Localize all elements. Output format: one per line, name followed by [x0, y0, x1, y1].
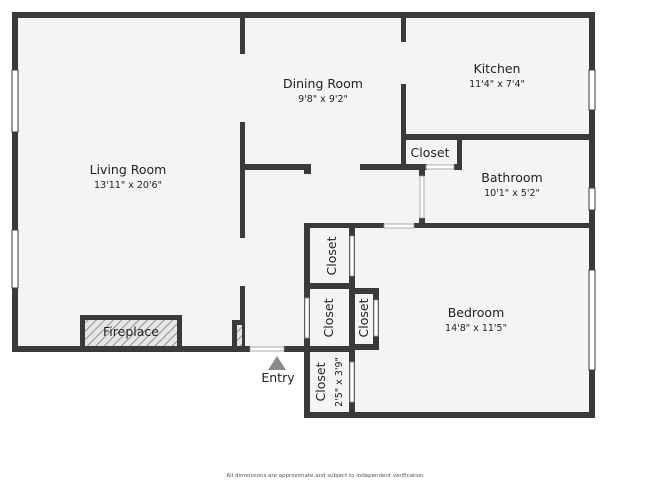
kitchen-closet-label: Closet: [411, 145, 450, 160]
dining-room-name: Dining Room: [283, 76, 363, 91]
hearth-pillar: [237, 325, 242, 346]
windows: [11, 69, 596, 371]
right-closet-label: Closet: [356, 298, 371, 337]
entry-closet-dims: 2'5" x 3'9": [334, 357, 345, 407]
living-room-name: Living Room: [90, 162, 167, 177]
dining-room-dims: 9'8" x 9'2": [298, 94, 348, 105]
entry-label: Entry: [261, 370, 295, 385]
door-openings: [249, 164, 455, 403]
disclaimer-text: All dimensions are approximate and subje…: [226, 473, 424, 479]
kitchen-name: Kitchen: [474, 61, 521, 76]
bedroom-dims: 14'8" x 11'5": [445, 323, 507, 334]
bedroom-name: Bedroom: [448, 305, 505, 320]
kitchen-dims: 11'4" x 7'4": [469, 79, 525, 90]
upper-closet-label: Closet: [324, 236, 339, 275]
bathroom-name: Bathroom: [481, 170, 542, 185]
fireplace-label: Fireplace: [103, 324, 159, 339]
fireplace-hearth: [85, 320, 177, 346]
living-room-dims: 13'11" x 20'6": [94, 180, 162, 191]
entry-arrow-icon: [268, 356, 286, 370]
middle-closet-label: Closet: [321, 298, 336, 337]
entry-closet-label: Closet: [313, 362, 328, 401]
bathroom-dims: 10'1" x 5'2": [484, 188, 540, 199]
